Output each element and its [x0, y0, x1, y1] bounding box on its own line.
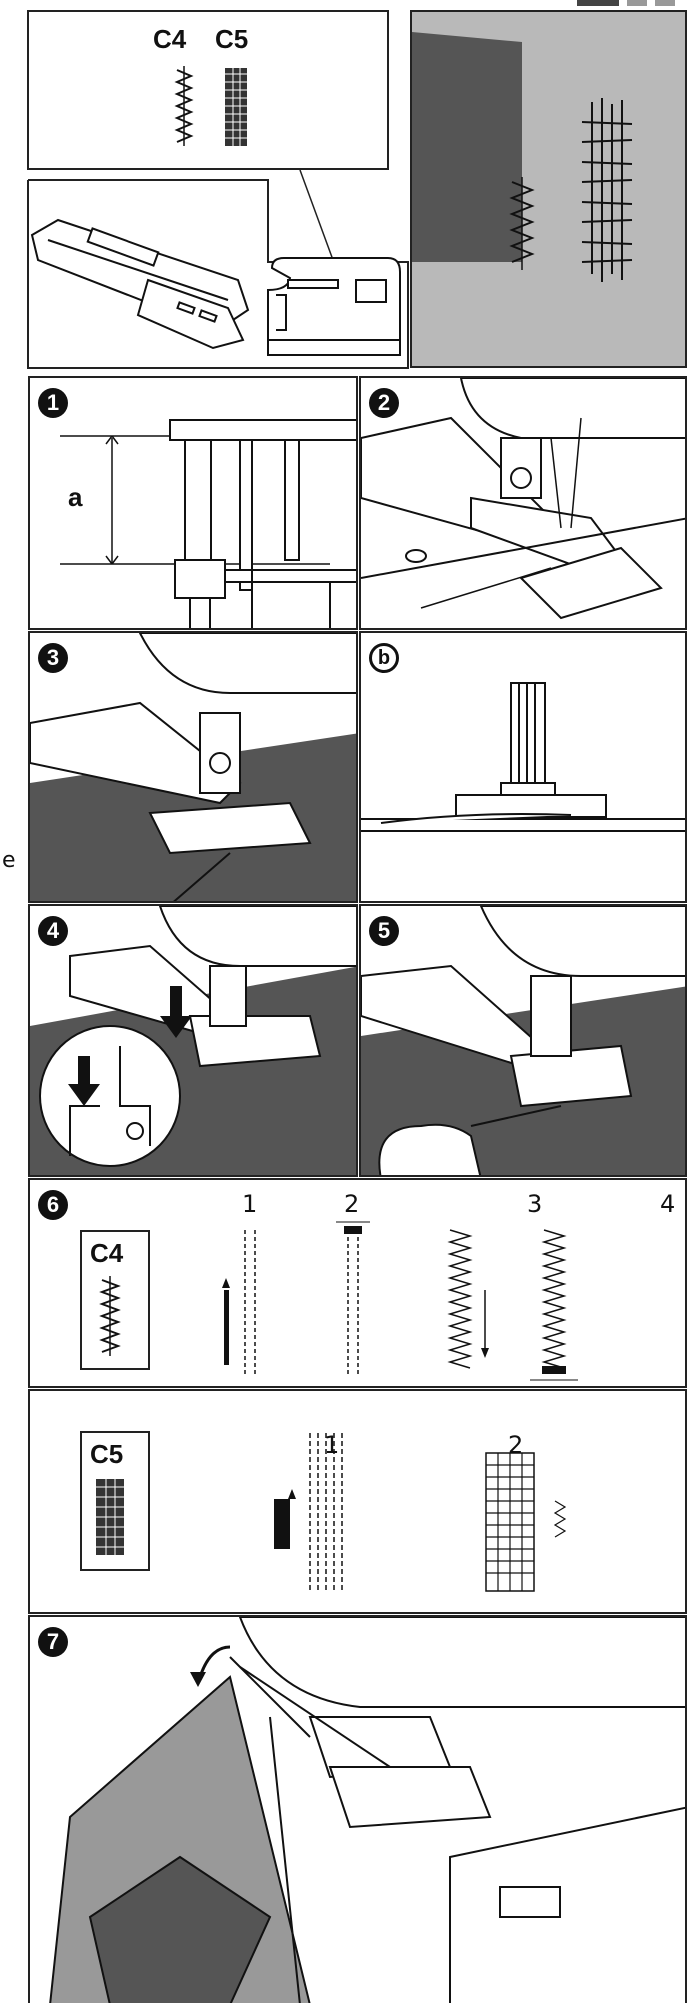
step-5-panel: 5	[359, 904, 687, 1177]
c4-zigzag-sample	[174, 69, 194, 143]
header-tab-light-2	[655, 0, 675, 6]
step-2-number: 2	[369, 388, 399, 418]
c5-phase-1-label: 1	[324, 1431, 340, 1459]
c4-code-box: C4	[80, 1230, 150, 1370]
stitch-code-samples	[174, 66, 247, 146]
stitch-code-c4-label: C4	[153, 24, 187, 54]
c4-code-label: C4	[90, 1238, 124, 1268]
step-1-panel: 1 a	[28, 376, 358, 630]
step-6-c4-art	[99, 1221, 578, 1381]
step-1-art	[60, 419, 356, 628]
c5-phase-2-label: 2	[508, 1431, 524, 1459]
step-7-art	[49, 1617, 685, 2003]
machine-body	[267, 257, 401, 356]
step-3-number: 3	[38, 643, 68, 673]
step-5-art	[361, 906, 685, 1175]
step-4-art	[30, 906, 356, 1175]
c5-code-label: C5	[90, 1439, 124, 1469]
stitch-code-c5-label: C5	[215, 24, 249, 54]
dimension-a-label: a	[68, 482, 83, 512]
step-6-c5-panel: C5 1 2	[28, 1389, 687, 1614]
c4-phase-1-label: 1	[242, 1190, 258, 1218]
step-4-number: 4	[38, 916, 68, 946]
step-b-art	[361, 682, 685, 832]
side-letter: e	[2, 848, 16, 873]
step-7-panel: 7	[28, 1615, 687, 2003]
fabric-sample-art	[412, 32, 633, 282]
c4-phase-4-label: 4	[660, 1190, 676, 1218]
machine-illustration	[28, 180, 408, 368]
c4-phase-3-label: 3	[527, 1190, 543, 1218]
header-tab-dark	[577, 0, 619, 6]
step-6-c5-art	[96, 1433, 567, 1592]
step-6-number: 6	[38, 1190, 68, 1220]
step-4-panel: 4	[28, 904, 358, 1177]
c5-dense-sample	[225, 68, 247, 146]
step-3-art	[30, 633, 356, 901]
step-b-panel: b	[359, 631, 687, 903]
fabric-sample-panel	[410, 10, 687, 368]
c4-phase-2-label: 2	[344, 1190, 360, 1218]
buttonhole-foot	[30, 218, 250, 350]
step-2-panel: 2	[359, 376, 687, 630]
step-b-label: b	[369, 643, 399, 673]
step-7-number: 7	[38, 1627, 68, 1657]
c5-code-box: C5	[80, 1431, 150, 1571]
step-6-c4-panel: 6 C4 1 2 3 4	[28, 1178, 687, 1388]
step-3-panel: 3	[28, 631, 358, 903]
step-2-art	[361, 378, 685, 620]
stitch-code-callout: C4 C5	[27, 10, 389, 170]
step-1-number: 1	[38, 388, 68, 418]
header-tab-light-1	[627, 0, 647, 6]
step-5-number: 5	[369, 916, 399, 946]
